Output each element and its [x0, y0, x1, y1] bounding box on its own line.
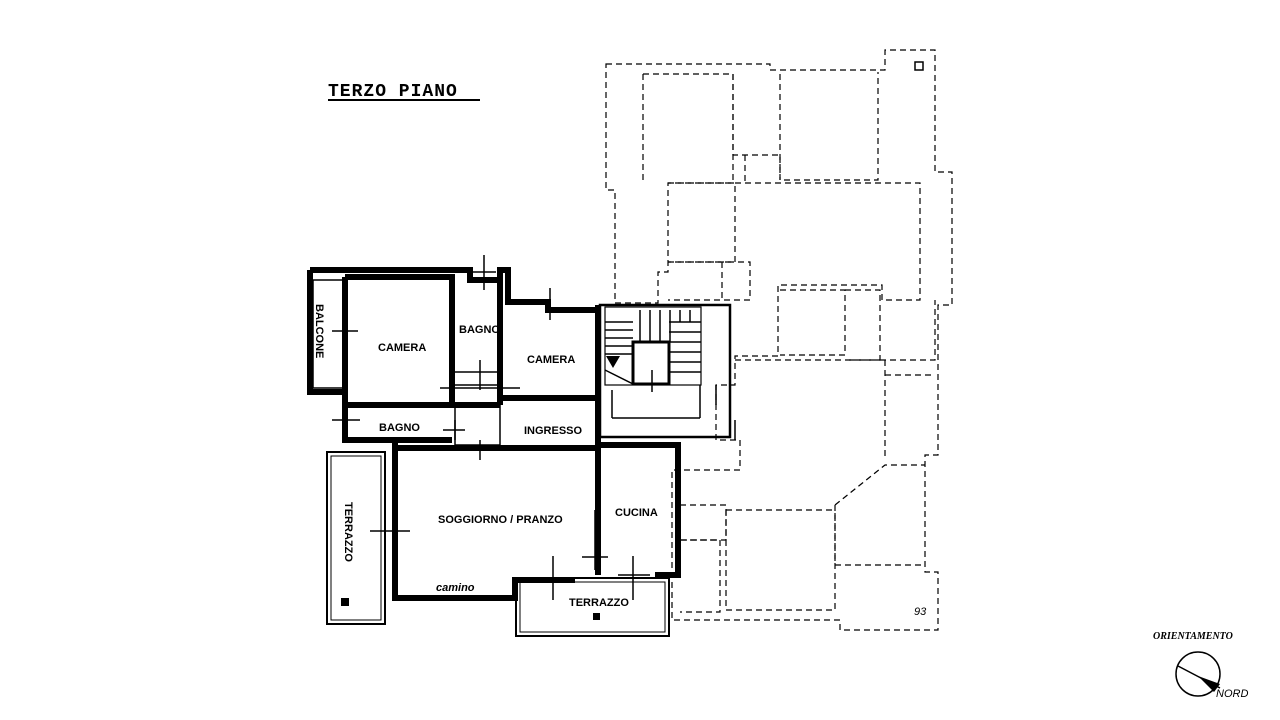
room-bagno-2: BAGNO — [379, 422, 420, 434]
room-balcone: BALCONE — [313, 304, 325, 358]
room-camera-1: CAMERA — [378, 342, 426, 354]
staircase — [598, 303, 736, 440]
plan-title-text: TERZO PIANO — [328, 82, 458, 102]
room-bagno-1: BAGNO — [459, 324, 500, 336]
north-arrow-icon — [1198, 676, 1220, 692]
door-marks — [332, 255, 650, 600]
compass-north: NORD — [1216, 688, 1248, 700]
room-ingresso: INGRESSO — [524, 425, 583, 437]
compass-circle-icon — [1175, 651, 1221, 697]
adjacent-building-outline — [605, 49, 953, 631]
room-camera-2: CAMERA — [527, 354, 575, 366]
compass: ORIENTAMENTO NORD — [1153, 631, 1248, 700]
plan-title: TERZO PIANO — [328, 82, 480, 102]
compass-label: ORIENTAMENTO — [1153, 631, 1233, 642]
room-terrazzo-left: TERRAZZO — [342, 502, 354, 562]
room-cucina: CUCINA — [615, 507, 658, 519]
room-terrazzo-bottom: TERRAZZO — [569, 597, 629, 609]
apartment-walls — [307, 267, 681, 637]
room-soggiorno-pranzo: SOGGIORNO / PRANZO — [438, 514, 563, 526]
room-labels: BALCONE CAMERA BAGNO CAMERA BAGNO INGRES… — [313, 304, 927, 618]
corner-mark: 93 — [914, 606, 927, 618]
camino-label: camino — [436, 582, 475, 594]
